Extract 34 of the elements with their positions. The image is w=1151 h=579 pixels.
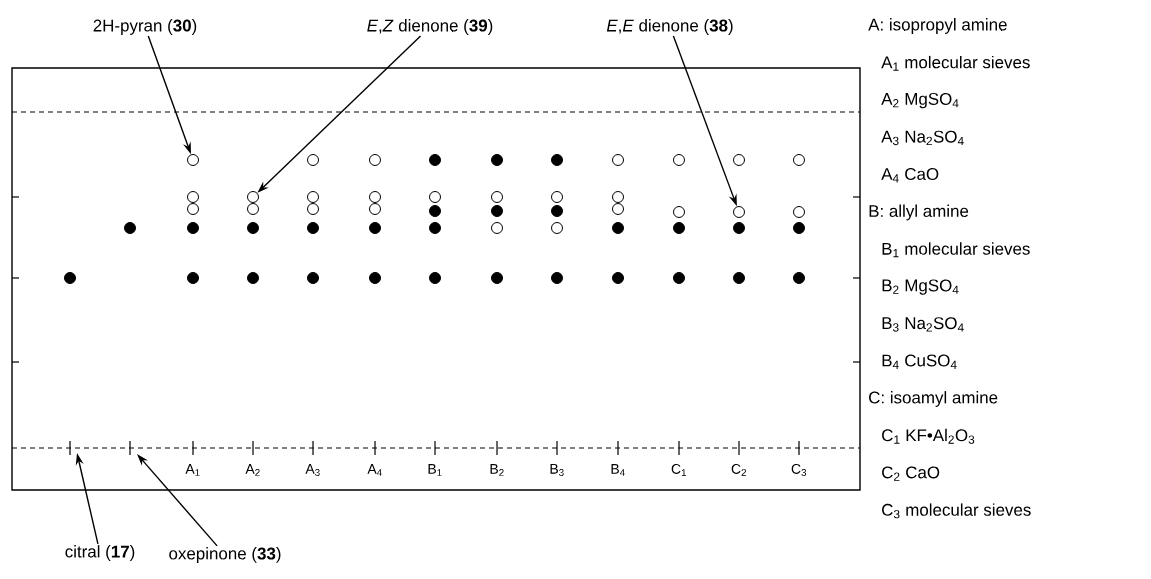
- lane-label: B$_{2}$: [490, 464, 504, 476]
- spot: [247, 191, 259, 203]
- compound-label: E,E dienone (38): [606, 19, 733, 35]
- lane-label: A$_{2}$: [245, 464, 260, 476]
- lane-label: B$_{1}$: [428, 464, 442, 476]
- legend-text: C$_{2}$ CaO: [882, 466, 940, 481]
- legend-text: A: isopropyl amine: [868, 18, 1007, 34]
- lane-label: A$_{3}$: [305, 464, 320, 476]
- compound-label: oxepinone (33): [169, 547, 281, 563]
- legend-text: C$_{1}$ KF•Al$_{2}$O$_{3}$: [882, 428, 975, 444]
- lane-label: C$_{3}$: [791, 464, 807, 476]
- legend-text: A$_{1}$ molecular sieves: [881, 55, 1030, 71]
- spot: [733, 206, 745, 218]
- legend-text: B$_{1}$ molecular sieves: [882, 242, 1030, 258]
- legend-text: C: isoamyl amine: [869, 391, 998, 407]
- arrow: [137, 454, 218, 547]
- lane-label: B$_{4}$: [611, 464, 625, 476]
- legend-text: A$_{3}$ Na$_{2}$SO$_{4}$: [881, 130, 964, 146]
- compound-label: 2H-pyran (30): [93, 19, 197, 35]
- legend-text: B$_{2}$ MgSO$_{4}$: [882, 279, 959, 295]
- lane-label: A$_{1}$: [185, 464, 200, 476]
- legend-text: B$_{3}$ Na$_{2}$SO$_{4}$: [882, 317, 964, 332]
- legend-text: C$_{3}$ molecular sieves: [882, 503, 1031, 519]
- legend-text: A$_{4}$ CaO: [881, 168, 939, 183]
- lane-label: A$_{4}$: [367, 464, 382, 476]
- lane-label: C$_{1}$: [671, 464, 687, 476]
- legend-text: B$_{4}$ CuSO$_{4}$: [882, 354, 957, 369]
- spot: [187, 154, 199, 166]
- legend-text: A$_{2}$ MgSO$_{4}$: [881, 92, 959, 109]
- lane-label: C$_{2}$: [731, 464, 746, 476]
- legend-text: B: allyl amine: [869, 204, 969, 221]
- compound-label: citral (17): [65, 545, 135, 561]
- compound-label: E,Z dienone (39): [367, 19, 493, 35]
- lane-label: B$_{3}$: [550, 464, 564, 476]
